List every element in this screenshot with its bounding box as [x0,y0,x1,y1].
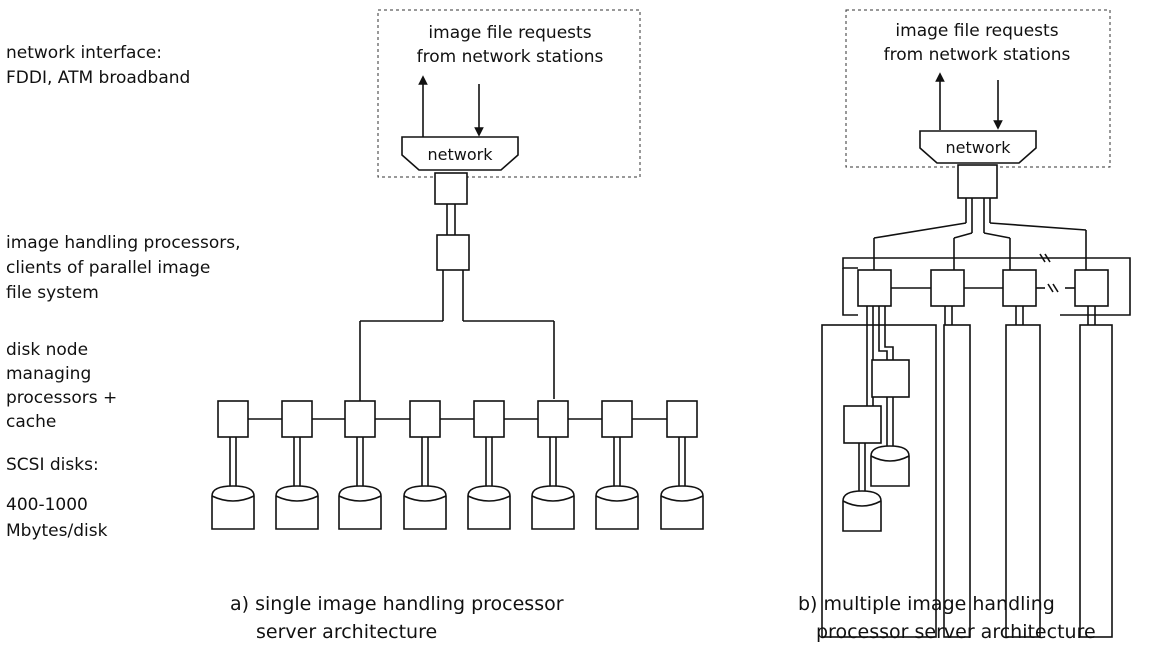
panel-a-disk-node-5 [473,400,505,438]
panel-a-disk-node-1 [217,400,249,438]
panel-a-disk-1 [211,485,255,530]
panel-a-interface-node [434,172,468,205]
panel-b-disk-group-3 [1005,324,1041,638]
svg-text:file system: file system [6,283,99,303]
panel-b-processor-1 [857,269,892,307]
panel-b-request-text-2: from network stations [884,45,1071,65]
svg-text:disk node: disk node [6,340,88,360]
panel-b-network-interface [919,130,1037,164]
panel-a-disk-node-3 [344,400,376,438]
panel-a-request-text-2: from network stations [417,47,604,67]
panel-a-disk-node-2 [281,400,313,438]
svg-text:FDDI, ATM broadband: FDDI, ATM broadband [6,68,190,88]
panel-a-disk-node-4 [409,400,441,438]
svg-text:server architecture: server architecture [256,621,437,643]
panel-b-processor-3 [1002,269,1037,307]
panel-b-interface-node [957,164,998,199]
panel-a-network-label: network [428,145,494,164]
panel-b-disk-group-4 [1079,324,1113,638]
caption-b: b) multiple image handling processor ser… [798,593,1096,643]
panel-b-disk-node-upper [871,359,910,398]
svg-text:network interface:: network interface: [6,43,162,63]
panel-b-processor-2 [930,269,965,307]
panel-b-disk-node-lower [843,405,882,444]
panel-b: image file requests from network station… [821,9,1131,638]
panel-a-disk-4 [403,485,447,530]
panel-a-disk-node-6 [537,400,569,438]
panel-b-disk-group-2 [943,324,971,638]
svg-text:a) single image handling p: a) single image handling processor [230,593,564,615]
panel-b-break-mark [1047,283,1059,293]
label-network-interface: network interface: FDDI, ATM broadband [6,43,190,88]
label-scsi-disks: SCSI disks: [6,455,99,475]
panel-a-disk-node-7 [601,400,633,438]
label-disk-capacity: 400-1000 Mbytes/disk [6,495,108,541]
panel-a-disk-2 [275,485,319,530]
svg-text:processors +: processors + [6,388,117,408]
svg-text:400-1000: 400-1000 [6,495,88,515]
panel-b-request-text-1: image file requests [895,21,1058,41]
svg-text:Mbytes/disk: Mbytes/disk [6,521,108,541]
svg-text:SCSI disks:: SCSI disks: [6,455,99,475]
panel-a: image file requests from network station… [211,9,704,530]
panel-a-disk-array [211,400,704,530]
panel-a-disk-7 [595,485,639,530]
panel-b-processor-4 [1074,269,1109,307]
panel-b-disk-upper [870,445,910,487]
svg-text:processor server architectur: processor server architecture [816,621,1096,643]
panel-a-network-region [377,9,641,178]
caption-a: a) single image handling processor serve… [230,593,564,643]
panel-a-disk-6 [531,485,575,530]
panel-a-image-processor [436,234,470,271]
panel-a-disk-5 [467,485,511,530]
svg-text:managing: managing [6,364,91,384]
panel-b-disk-lower [842,490,882,532]
panel-b-break-mark-top [1039,253,1051,263]
svg-text:image handling processors,: image handling processors, [6,233,241,253]
svg-text:clients of parallel image: clients of parallel image [6,258,210,278]
label-image-handling-processors: image handling processors, clients of pa… [6,233,241,303]
panel-a-disk-8 [660,485,704,530]
panel-a-network-interface [401,136,519,171]
panel-a-request-text-1: image file requests [428,23,591,43]
panel-a-disk-node-8 [666,400,698,438]
label-disk-node: disk node managing processors + cache [6,340,117,432]
panel-b-network-label: network [946,138,1012,157]
svg-text:cache: cache [6,412,56,432]
svg-text:b) multiple image handling: b) multiple image handling [798,593,1055,615]
panel-a-disk-3 [338,485,382,530]
